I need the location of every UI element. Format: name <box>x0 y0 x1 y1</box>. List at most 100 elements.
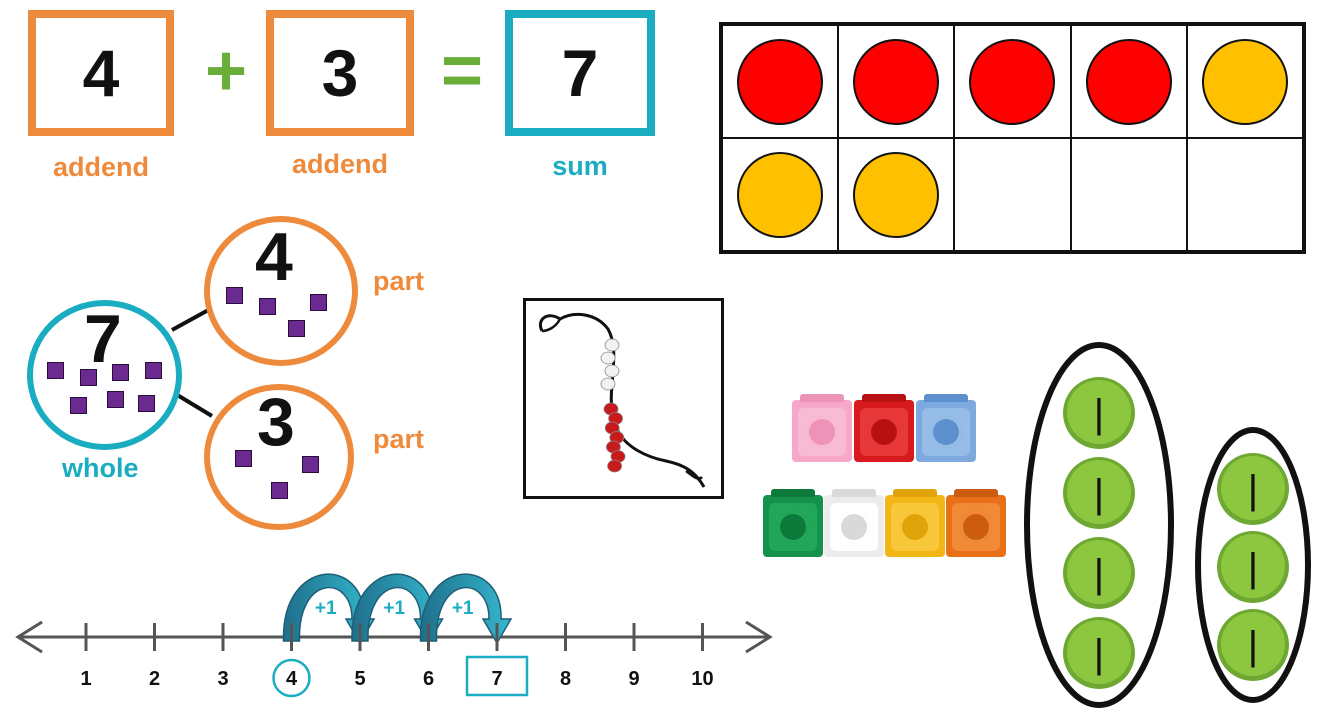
ten-frame-cell <box>954 138 1071 251</box>
red-counter <box>969 38 1056 125</box>
whole-number: 7 <box>84 301 122 377</box>
jump-arrow <box>282 573 376 645</box>
red-counter <box>1085 38 1172 125</box>
right-arrow-icon <box>745 620 773 654</box>
part-number-top: 4 <box>255 219 293 295</box>
end-box <box>465 655 529 697</box>
red-cube <box>854 394 914 462</box>
part-square <box>226 287 243 304</box>
green-counter: | <box>1063 457 1135 529</box>
tick-label: 3 <box>217 668 228 690</box>
part-label-bottom: part <box>373 424 425 454</box>
blue-cube <box>916 394 976 462</box>
ten-frame-cell <box>838 25 955 138</box>
jump-label: +1 <box>452 598 474 619</box>
tally-groups: | | | | | | | <box>1024 342 1311 708</box>
part-square <box>259 298 276 315</box>
whole-square <box>107 391 124 408</box>
part-label-top: part <box>373 266 425 296</box>
ten-frame-cell <box>954 25 1071 138</box>
tick-label: 8 <box>560 668 571 690</box>
bead-string-frame <box>523 298 724 499</box>
ten-frame <box>719 22 1306 254</box>
yellow-counter <box>1201 38 1288 125</box>
tick-label: 9 <box>628 668 639 690</box>
addend-box-2: 3 <box>266 10 414 136</box>
number-line: +1 +1 +1 1 2 3 4 5 6 7 8 9 10 <box>15 573 773 698</box>
addend-value-1: 4 <box>82 36 120 110</box>
white-cube <box>824 489 884 557</box>
yellow-counter <box>737 151 824 238</box>
start-circle <box>272 658 311 698</box>
ten-frame-cell <box>1070 138 1187 251</box>
tally-mark: | <box>1094 552 1104 596</box>
bead <box>600 377 616 391</box>
whole-square <box>80 369 97 386</box>
part-circle-bottom <box>204 384 354 530</box>
green-counter: | <box>1063 377 1135 449</box>
ten-frame-cell <box>838 138 955 251</box>
addend-label-2: addend <box>291 149 388 179</box>
tick-label: 4 <box>286 668 298 690</box>
yellow-counter <box>853 151 940 238</box>
sum-box: 7 <box>505 10 655 136</box>
whole-square <box>47 362 64 379</box>
sum-label: sum <box>552 151 608 181</box>
tick-label: 7 <box>491 668 502 690</box>
tally-mark: | <box>1094 392 1104 436</box>
jump-arrow <box>419 573 513 645</box>
red-counter <box>737 38 824 125</box>
whole-square <box>145 362 162 379</box>
tally-mark: | <box>1248 468 1258 512</box>
bead-string <box>539 312 706 488</box>
whole-square <box>112 364 129 381</box>
part-square <box>310 294 327 311</box>
part-square <box>302 456 319 473</box>
jump-label: +1 <box>383 598 405 619</box>
addend-value-2: 3 <box>321 36 359 110</box>
tally-mark: | <box>1248 546 1258 590</box>
part-number-bottom: 3 <box>257 384 295 460</box>
tick-label: 10 <box>691 668 713 690</box>
addend-box-1: 4 <box>28 10 174 136</box>
green-cube <box>763 489 823 557</box>
ten-frame-cell <box>1186 138 1303 251</box>
yellow-cube <box>885 489 945 557</box>
green-counter: | <box>1217 609 1289 681</box>
bead <box>607 459 622 473</box>
whole-label: whole <box>62 453 139 483</box>
tally-mark: | <box>1094 632 1104 676</box>
ten-frame-cell <box>1070 25 1187 138</box>
equals-sign: = <box>440 31 484 111</box>
tick-label: 6 <box>423 668 434 690</box>
plus-sign: + <box>204 31 248 111</box>
tally-mark: | <box>1248 624 1258 668</box>
jump-arrow <box>351 573 444 645</box>
addend-label-1: addend <box>52 152 149 182</box>
ten-frame-cell <box>1186 25 1303 138</box>
bead <box>604 338 620 352</box>
ten-frame-cell <box>722 25 839 138</box>
bead <box>600 351 616 365</box>
orange-cube <box>946 489 1006 557</box>
whole-square <box>70 397 87 414</box>
whole-square <box>138 395 155 412</box>
green-counter: | <box>1217 453 1289 525</box>
sum-value: 7 <box>561 36 599 110</box>
ten-frame-cell <box>722 138 839 251</box>
green-counter: | <box>1063 537 1135 609</box>
pink-cube <box>792 394 852 462</box>
connector-lines <box>171 306 214 418</box>
tick-label: 1 <box>80 668 91 690</box>
green-counter: | <box>1217 531 1289 603</box>
red-counter <box>853 38 940 125</box>
green-counter: | <box>1063 617 1135 689</box>
tally-mark: | <box>1094 472 1104 516</box>
part-square <box>288 320 305 337</box>
left-arrow-icon <box>15 620 43 654</box>
part-square <box>235 450 252 467</box>
tick-label: 5 <box>354 668 365 690</box>
jump-label: +1 <box>315 598 337 619</box>
bead <box>604 364 620 378</box>
tick-label: 2 <box>149 668 160 690</box>
